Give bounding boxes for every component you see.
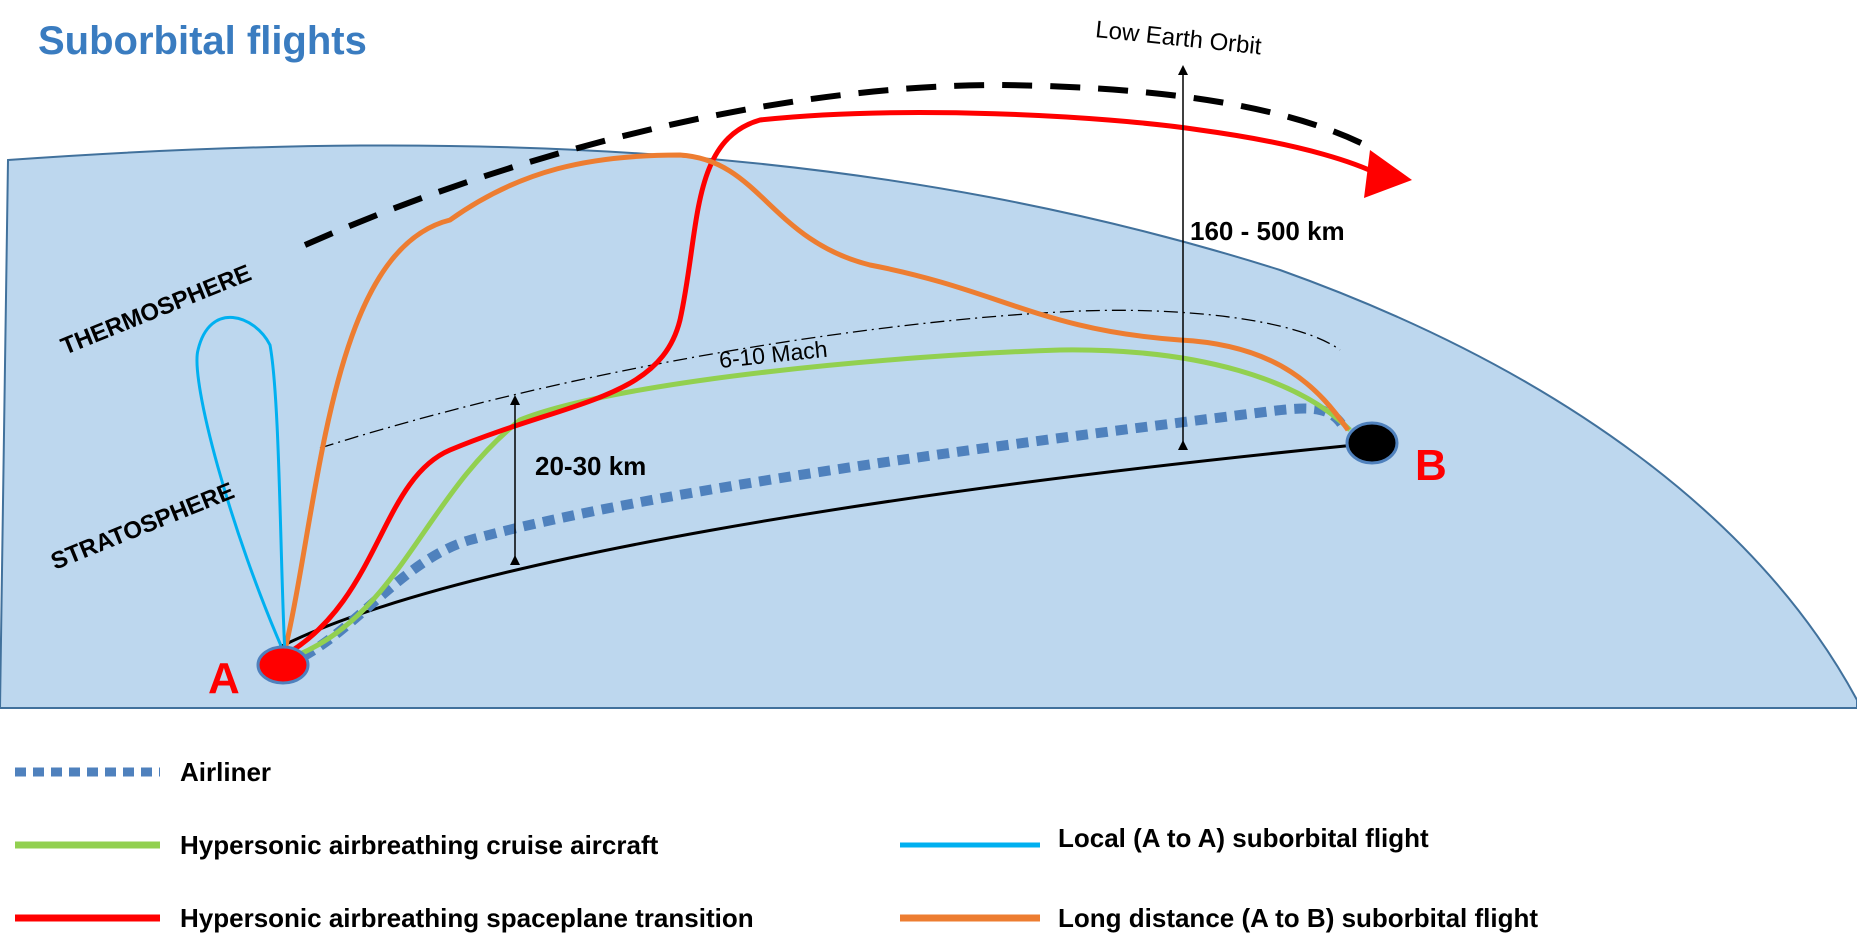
spaceplane-arrowhead [1364,150,1412,198]
earth-region [0,144,1857,709]
point-b-label: B [1415,441,1447,490]
leo-line [303,81,1377,248]
diagram-title: Suborbital flights [38,19,367,63]
point-a-label: A [208,654,240,703]
legend-label-spaceplane: Hypersonic airbreathing spaceplane trans… [180,903,754,933]
legend-label-airliner: Airliner [180,757,271,787]
legend-label-local: Local (A to A) suborbital flight [1058,823,1429,853]
airliner-path [283,403,1350,670]
point-b-marker [1345,421,1399,465]
legend-label-long: Long distance (A to B) suborbital flight [1058,903,1538,933]
point-a-marker [256,645,310,685]
low-earth-orbit-label: Low Earth Orbit [1094,16,1263,60]
cruise-path [284,347,1352,663]
stratosphere-boundary [319,309,1341,449]
leo-altitude-label: 160 - 500 km [1190,216,1345,246]
strat-altitude-label: 20-30 km [535,451,646,481]
legend-label-cruise: Hypersonic airbreathing cruise aircraft [180,830,659,860]
spaceplane-path [283,110,1382,658]
local-path [195,316,287,656]
legend: Airliner Hypersonic airbreathing cruise … [15,757,1538,933]
